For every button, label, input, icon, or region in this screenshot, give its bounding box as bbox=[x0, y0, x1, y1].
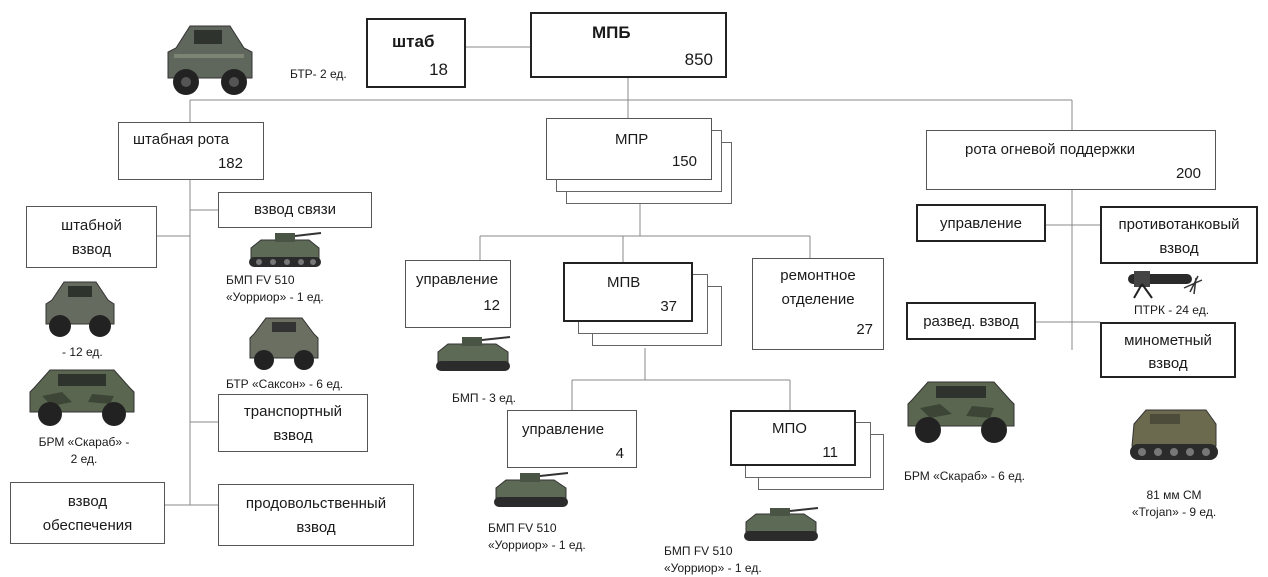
node-minomet-line2: взвод bbox=[1148, 355, 1188, 372]
node-shtabnoy-vzvod: штабной взвод bbox=[26, 206, 157, 268]
node-vzvod-svyazi: взвод связи bbox=[218, 192, 372, 228]
caption-svyazi-bmp-line2: «Уорриор» - 1 ед. bbox=[226, 290, 324, 304]
caption-mpo-bmp: БМП FV 510 «Уорриор» - 1 ед. bbox=[664, 543, 762, 577]
node-minomet: минометный взвод bbox=[1100, 322, 1236, 378]
node-vzvod-obesp-line1: взвод bbox=[67, 493, 108, 510]
node-mpb-count: 850 bbox=[684, 50, 713, 69]
caption-ptrk: ПТРК - 24 ед. bbox=[1134, 303, 1210, 317]
node-mpv: МПВ 37 bbox=[563, 262, 693, 322]
armored-car-icon bbox=[907, 381, 1015, 443]
node-transp-vzvod-line2: взвод bbox=[273, 427, 313, 444]
node-vzvod-obesp-line2: обеспечения bbox=[42, 517, 133, 534]
caption-btr-shtab: БТР- 2 ед. bbox=[290, 67, 347, 81]
node-shtabnoy-vzvod-line2: взвод bbox=[71, 241, 112, 258]
caption-upr-bmp: БМП - 3 ед. bbox=[452, 391, 516, 405]
node-razved: развед. взвод bbox=[906, 302, 1036, 340]
ifv-icon bbox=[494, 472, 569, 507]
caption-mortar: 81 мм СМ «Trojan» - 9 ед. bbox=[1124, 487, 1224, 521]
node-upr-mpr-count: 12 bbox=[483, 297, 500, 314]
node-vzvod-svyazi-title: взвод связи bbox=[253, 201, 337, 218]
node-shtab-rota: штабная рота 182 bbox=[118, 122, 264, 180]
caption-svyazi-bmp-line1: БМП FV 510 bbox=[226, 273, 295, 287]
node-shtab-count: 18 bbox=[429, 60, 448, 79]
node-mpv-title: МПВ bbox=[607, 274, 641, 291]
caption-mortar-line1: 81 мм СМ bbox=[1146, 488, 1202, 502]
caption-brm-shtab-line1: БРМ «Скараб» - bbox=[38, 435, 130, 449]
node-razved-title: развед. взвод bbox=[923, 313, 1019, 330]
node-remont-line1: ремонтное bbox=[780, 267, 856, 284]
ifv-icon bbox=[436, 336, 511, 371]
node-shtab-rota-title: штабная рота bbox=[133, 131, 229, 148]
node-mpb-title: МПБ bbox=[592, 23, 631, 42]
node-upr-mpv-count: 4 bbox=[615, 445, 624, 462]
armored-car-icon bbox=[167, 25, 253, 95]
caption-brm-shtab-line2: 2 ед. bbox=[70, 452, 98, 466]
node-transp-vzvod-line1: транспортный bbox=[243, 403, 343, 420]
node-mpo-title: МПО bbox=[772, 420, 807, 437]
node-mpv-count: 37 bbox=[660, 298, 677, 315]
node-remont: ремонтное отделение 27 bbox=[752, 258, 884, 350]
atgm-icon bbox=[1128, 271, 1203, 299]
caption-mpo-bmp-line2: «Уорриор» - 1 ед. bbox=[664, 561, 762, 575]
ifv-icon bbox=[744, 507, 819, 541]
node-protivotank: противотанковый взвод bbox=[1100, 206, 1258, 264]
node-shtab: штаб 18 bbox=[366, 18, 466, 88]
node-remont-line2: отделение bbox=[781, 291, 855, 308]
node-upr-rop-title: управление bbox=[939, 215, 1023, 232]
caption-svyazi-btr: БТР «Саксон» - 6 ед. bbox=[226, 377, 344, 391]
node-mpr: МПР 150 bbox=[546, 118, 712, 180]
armored-car-icon bbox=[45, 281, 115, 337]
node-rota-ognevoy-title: рота огневой поддержки bbox=[965, 141, 1135, 158]
node-protivotank-line2: взвод bbox=[1159, 240, 1199, 257]
node-shtab-rota-count: 182 bbox=[217, 155, 243, 172]
caption-svyazi-bmp: БМП FV 510 «Уорриор» - 1 ед. bbox=[226, 272, 324, 306]
node-upr-mpv-title: управление bbox=[522, 421, 605, 438]
node-shtabnoy-vzvod-line1: штабной bbox=[61, 217, 122, 234]
node-transp-vzvod: транспортный взвод bbox=[218, 394, 368, 452]
caption-shtabnoy-vehicles: - 12 ед. bbox=[62, 345, 103, 359]
caption-brm-shtab: БРМ «Скараб» - 2 ед. bbox=[22, 434, 146, 468]
node-remont-count: 27 bbox=[856, 321, 873, 338]
node-rota-ognevoy-count: 200 bbox=[1175, 165, 1201, 182]
caption-mpo-bmp-line1: БМП FV 510 bbox=[664, 544, 733, 558]
node-mpr-title: МПР bbox=[615, 131, 649, 148]
caption-brm-razved: БРМ «Скараб» - 6 ед. bbox=[904, 469, 1025, 483]
node-upr-mpr: управление 12 bbox=[405, 260, 511, 328]
caption-upr-mpv-bmp-line1: БМП FV 510 bbox=[488, 521, 557, 535]
node-prod-vzvod-line1: продовольственный bbox=[245, 495, 387, 512]
node-rota-ognevoy: рота огневой поддержки 200 bbox=[926, 130, 1216, 190]
node-vzvod-obesp: взвод обеспечения bbox=[10, 482, 165, 544]
node-mpr-count: 150 bbox=[671, 153, 697, 170]
node-minomet-line1: минометный bbox=[1124, 332, 1212, 349]
node-shtab-title: штаб bbox=[392, 32, 435, 51]
caption-upr-mpv-bmp-line2: «Уорриор» - 1 ед. bbox=[488, 538, 586, 552]
ifv-icon bbox=[249, 232, 322, 267]
tracked-mortar-icon bbox=[1130, 409, 1218, 460]
apc-icon bbox=[249, 317, 319, 370]
caption-mortar-line2: «Trojan» - 9 ед. bbox=[1131, 505, 1217, 519]
node-protivotank-line1: противотанковый bbox=[1118, 216, 1240, 233]
armored-car-icon bbox=[29, 369, 135, 426]
node-upr-mpr-title: управление bbox=[416, 271, 499, 288]
node-mpo: МПО 11 bbox=[730, 410, 856, 466]
caption-upr-mpv-bmp: БМП FV 510 «Уорриор» - 1 ед. bbox=[488, 520, 586, 554]
node-upr-rop: управление bbox=[916, 204, 1046, 242]
node-mpb: МПБ 850 bbox=[530, 12, 727, 78]
node-prod-vzvod-line2: взвод bbox=[296, 519, 336, 536]
node-upr-mpv: управление 4 bbox=[507, 410, 637, 468]
node-prod-vzvod: продовольственный взвод bbox=[218, 484, 414, 546]
node-mpo-count: 11 bbox=[822, 444, 838, 461]
